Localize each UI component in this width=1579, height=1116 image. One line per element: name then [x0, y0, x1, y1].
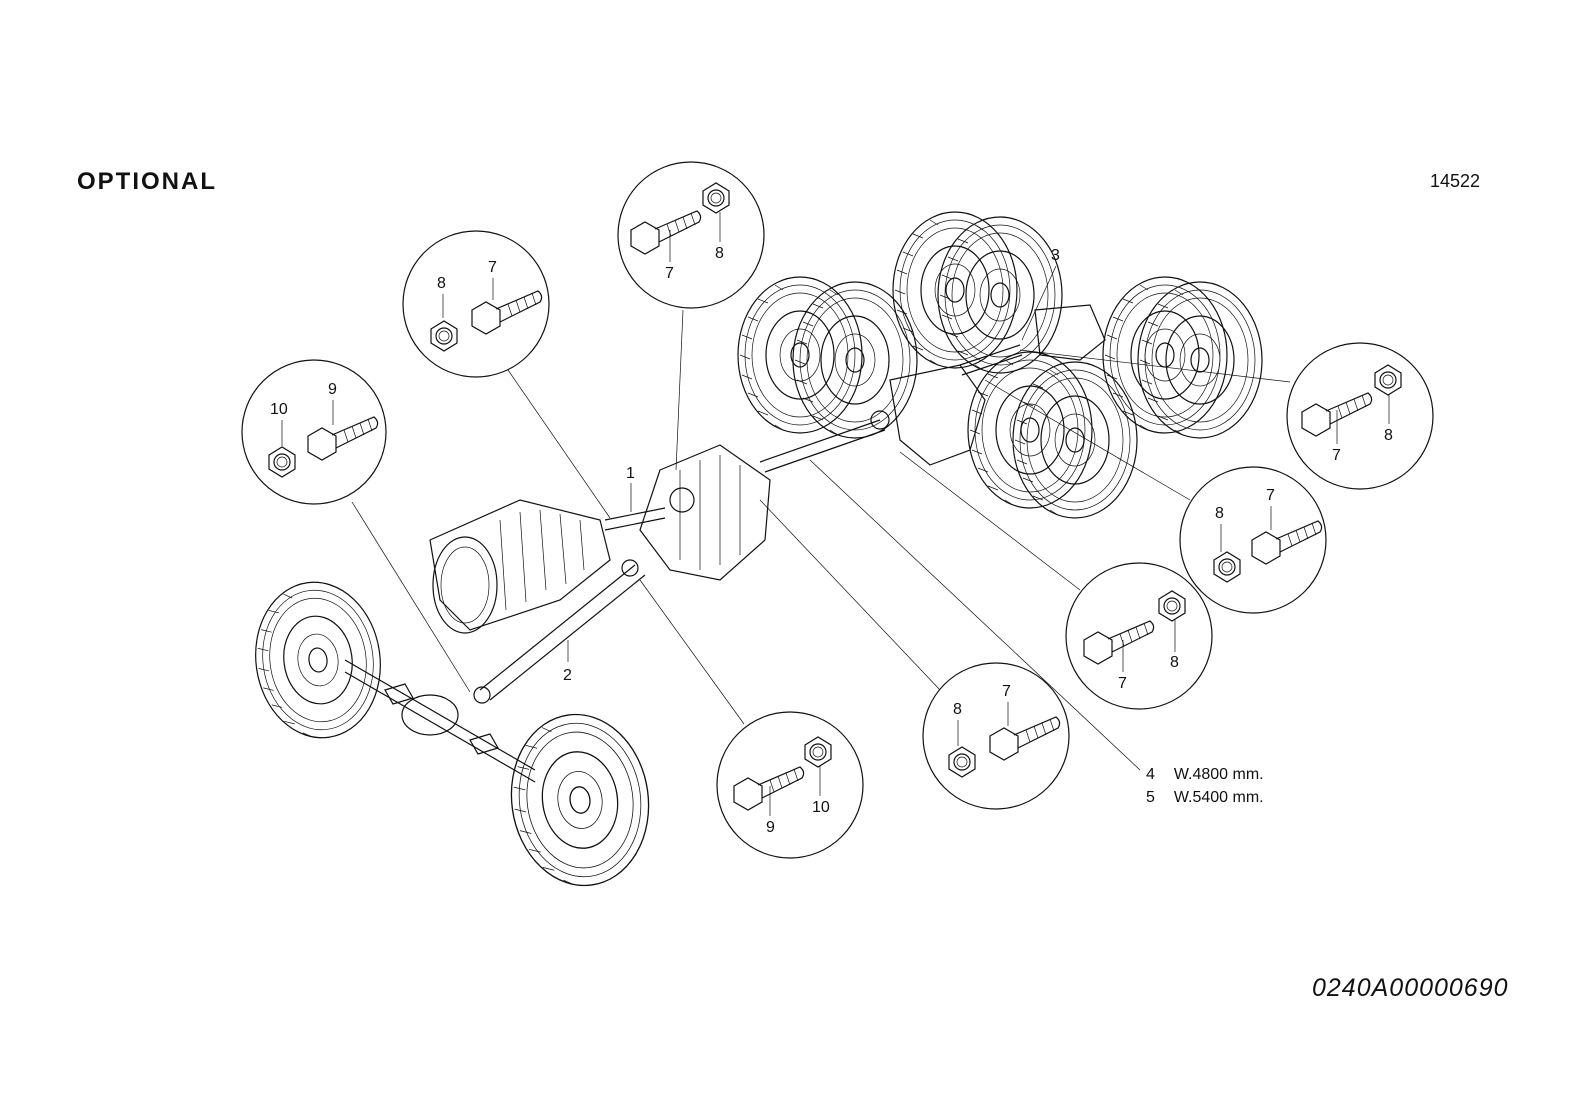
shaft-2 — [479, 564, 646, 701]
rear-left-wheels — [892, 211, 1018, 369]
front-differential — [401, 694, 459, 736]
label-8: 8 — [1384, 427, 1393, 444]
label-10: 10 — [270, 401, 288, 418]
label-9: 9 — [766, 819, 775, 836]
rear-differential — [1034, 304, 1106, 361]
label-7: 7 — [1002, 683, 1011, 700]
label-8: 8 — [1170, 654, 1179, 671]
note-5-number: 5 — [1146, 789, 1155, 806]
document-code: 0240A00000690 — [1312, 974, 1509, 1002]
callout-2: 2 — [563, 667, 572, 684]
detail-circle-shaft-4-5: 7 8 — [1065, 562, 1213, 710]
callout-3: 3 — [1051, 247, 1060, 264]
label-7: 7 — [1266, 487, 1275, 504]
detail-circle-front-axle: 10 9 — [241, 359, 387, 505]
detail-circle-transfer-rear: 8 7 — [922, 662, 1070, 810]
note-4: 4 W.4800 mm. — [1146, 766, 1264, 784]
detail-circle-transfer-front: 9 10 — [716, 711, 864, 859]
label-8: 8 — [715, 245, 724, 262]
label-8: 8 — [1215, 505, 1224, 522]
gearbox — [429, 499, 611, 634]
label-8: 8 — [437, 275, 446, 292]
note-5: 5 W.5400 mm. — [1146, 789, 1264, 807]
shaft-1 — [604, 507, 666, 531]
front-right-wheel — [499, 704, 661, 896]
middle-right-wheel-inner — [1012, 361, 1138, 519]
front-left-wheel — [245, 573, 391, 747]
label-7: 7 — [665, 265, 674, 282]
detail-circle-transfer-top: 7 8 — [617, 161, 765, 309]
note-4-number: 4 — [1146, 766, 1155, 783]
label-10: 10 — [812, 799, 830, 816]
label-9: 9 — [328, 381, 337, 398]
transfer-box — [639, 444, 771, 581]
callout-1: 1 — [626, 465, 635, 482]
label-8: 8 — [953, 701, 962, 718]
rear-left-wheel-inner — [937, 216, 1063, 374]
middle-differential — [889, 364, 986, 466]
label-7: 7 — [1118, 675, 1127, 692]
label-7: 7 — [1332, 447, 1341, 464]
detail-circle-middle-axle: 8 7 — [1179, 466, 1327, 614]
label-7: 7 — [488, 259, 497, 276]
leader-lines — [351, 309, 1291, 771]
detail-circle-gearbox: 8 7 — [402, 230, 550, 378]
front-axle — [245, 573, 661, 896]
note-4-text: W.4800 mm. — [1173, 766, 1264, 783]
page-title: OPTIONAL — [77, 168, 217, 195]
detail-circle-rear-axle: 7 8 — [1286, 342, 1434, 490]
rear-axles — [737, 211, 1263, 519]
figure-number: 14522 — [1430, 171, 1481, 191]
note-5-text: W.5400 mm. — [1173, 789, 1264, 806]
middle-right-wheels — [967, 351, 1093, 509]
